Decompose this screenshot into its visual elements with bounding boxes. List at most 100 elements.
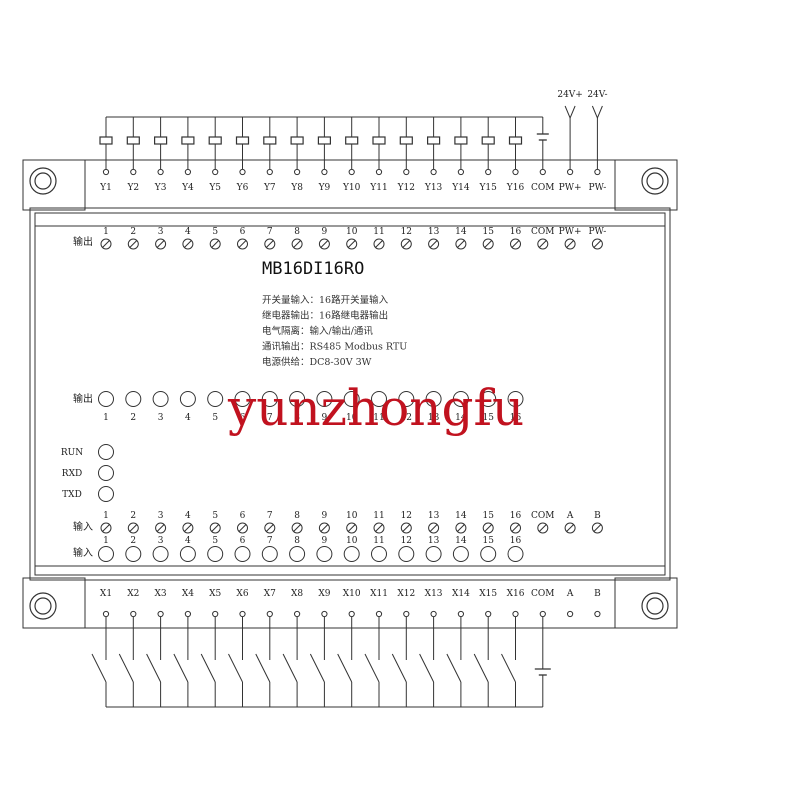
output-screw-number: 7 xyxy=(267,227,273,237)
output-led xyxy=(179,391,196,407)
output-screw-slot xyxy=(211,240,220,248)
model-title: MB16DI16RO xyxy=(262,259,364,279)
input-led xyxy=(343,546,360,562)
bottom-terminal-point xyxy=(375,610,383,618)
bottom-terminal-point xyxy=(512,610,519,618)
status-led-label: TXD xyxy=(62,490,82,500)
output-row-label: 输出 xyxy=(73,235,93,248)
input-led xyxy=(207,546,224,562)
relay-load-symbol xyxy=(372,136,386,145)
input-screw-slot xyxy=(566,524,574,532)
output-screw-slot xyxy=(129,240,138,248)
output-led-number: 4 xyxy=(185,413,191,423)
bottom-terminal-point xyxy=(157,610,164,618)
top-terminal-point xyxy=(102,168,110,176)
input-screw-number: 7 xyxy=(267,511,273,521)
bottom-terminal-label: X8 xyxy=(291,589,303,599)
output-screw-number: PW+ xyxy=(559,227,582,237)
status-led-label: RXD xyxy=(62,469,82,479)
input-screw-number: 3 xyxy=(158,511,164,521)
bottom-terminal-point xyxy=(294,610,301,618)
output-led xyxy=(343,391,360,407)
bottom-terminal-point xyxy=(567,610,574,618)
bottom-terminal-point xyxy=(539,610,546,618)
relay-load-symbol xyxy=(427,136,441,145)
top-terminal-point xyxy=(266,168,273,176)
bottom-terminal-label: X5 xyxy=(209,589,221,599)
relay-load-symbol xyxy=(263,136,277,145)
top-terminal-label: Y11 xyxy=(369,183,387,193)
outline-edge-6 xyxy=(29,207,671,581)
spec-list: 开关量输入：16路开关量输入继电器输出：16路继电器输出电气隔离：输入/输出/通… xyxy=(262,294,407,368)
bottom-terminal-point xyxy=(130,610,137,618)
input-led xyxy=(316,546,333,562)
output-screw-slot xyxy=(184,240,192,248)
bottom-terminal-label: X11 xyxy=(370,589,388,599)
output-screw-slot xyxy=(265,240,274,248)
output-screw-number: PW- xyxy=(589,227,607,237)
output-led-number: 6 xyxy=(240,413,246,423)
output-led-number: 2 xyxy=(130,413,136,423)
top-terminal-label: Y14 xyxy=(451,183,470,193)
input-led-number: 12 xyxy=(401,536,412,546)
input-screw-slot xyxy=(238,524,247,532)
power-supply-wiring: 24V+24V- xyxy=(557,90,607,169)
top-terminal-label: Y9 xyxy=(318,183,331,193)
top-terminal-point xyxy=(485,168,492,176)
power-arrow xyxy=(564,105,576,120)
spec-line: 继电器输出：16路继电器输出 xyxy=(262,310,388,322)
output-led-number: 15 xyxy=(482,413,494,423)
outline-edge-5 xyxy=(84,579,616,629)
input-screw-number: 14 xyxy=(455,511,467,521)
switch-contact xyxy=(146,653,162,683)
top-terminal-label: PW- xyxy=(589,183,607,193)
output-screw-number: 10 xyxy=(346,227,358,237)
top-terminal-point xyxy=(512,168,519,176)
top-terminal-point xyxy=(567,168,574,176)
input-screw-slot xyxy=(593,524,602,532)
switch-contact xyxy=(118,653,134,683)
input-screw-number: 2 xyxy=(130,511,136,521)
output-screw-slot xyxy=(402,240,411,248)
switch-contact xyxy=(419,653,435,683)
bottom-terminal-label: A xyxy=(566,589,574,599)
output-led xyxy=(452,391,469,407)
output-screw-slot xyxy=(347,240,356,248)
bottom-terminal-point xyxy=(266,610,273,618)
input-led xyxy=(98,546,114,562)
output-screw-number: 3 xyxy=(158,227,164,237)
input-screw-slot xyxy=(375,524,383,532)
top-terminal-label: Y13 xyxy=(424,183,443,193)
relay-load-symbol xyxy=(399,136,413,145)
top-terminal-label: PW+ xyxy=(559,183,582,193)
input-led-number: 5 xyxy=(212,536,218,546)
top-terminal-point xyxy=(321,168,328,176)
top-terminal-point xyxy=(430,168,437,176)
output-screw-number: 2 xyxy=(130,227,136,237)
top-terminal-point xyxy=(348,168,355,176)
top-terminal-label: Y16 xyxy=(506,183,525,193)
top-terminal-label: Y15 xyxy=(478,183,497,193)
input-led-number: 3 xyxy=(158,536,164,546)
relay-load-symbol xyxy=(208,136,222,145)
switch-contact xyxy=(391,653,407,683)
input-led-number: 2 xyxy=(130,536,136,546)
output-led-number: 9 xyxy=(322,413,328,423)
input-screw-number: 9 xyxy=(322,511,328,521)
top-terminal-label: Y5 xyxy=(208,183,221,193)
input-led-number: 8 xyxy=(294,536,300,546)
input-screw-number: 5 xyxy=(212,511,218,521)
output-screw-number: 1 xyxy=(103,227,109,237)
input-screw-number: 4 xyxy=(185,511,191,521)
switch-contact xyxy=(473,653,489,683)
input-led-number: 15 xyxy=(482,536,494,546)
input-led xyxy=(371,546,387,562)
top-terminal-point xyxy=(403,168,410,176)
input-led-number: 14 xyxy=(455,536,467,546)
top-terminal-label: COM xyxy=(531,183,554,193)
bottom-terminal-point xyxy=(430,610,437,618)
outline-edge-0 xyxy=(22,159,86,211)
